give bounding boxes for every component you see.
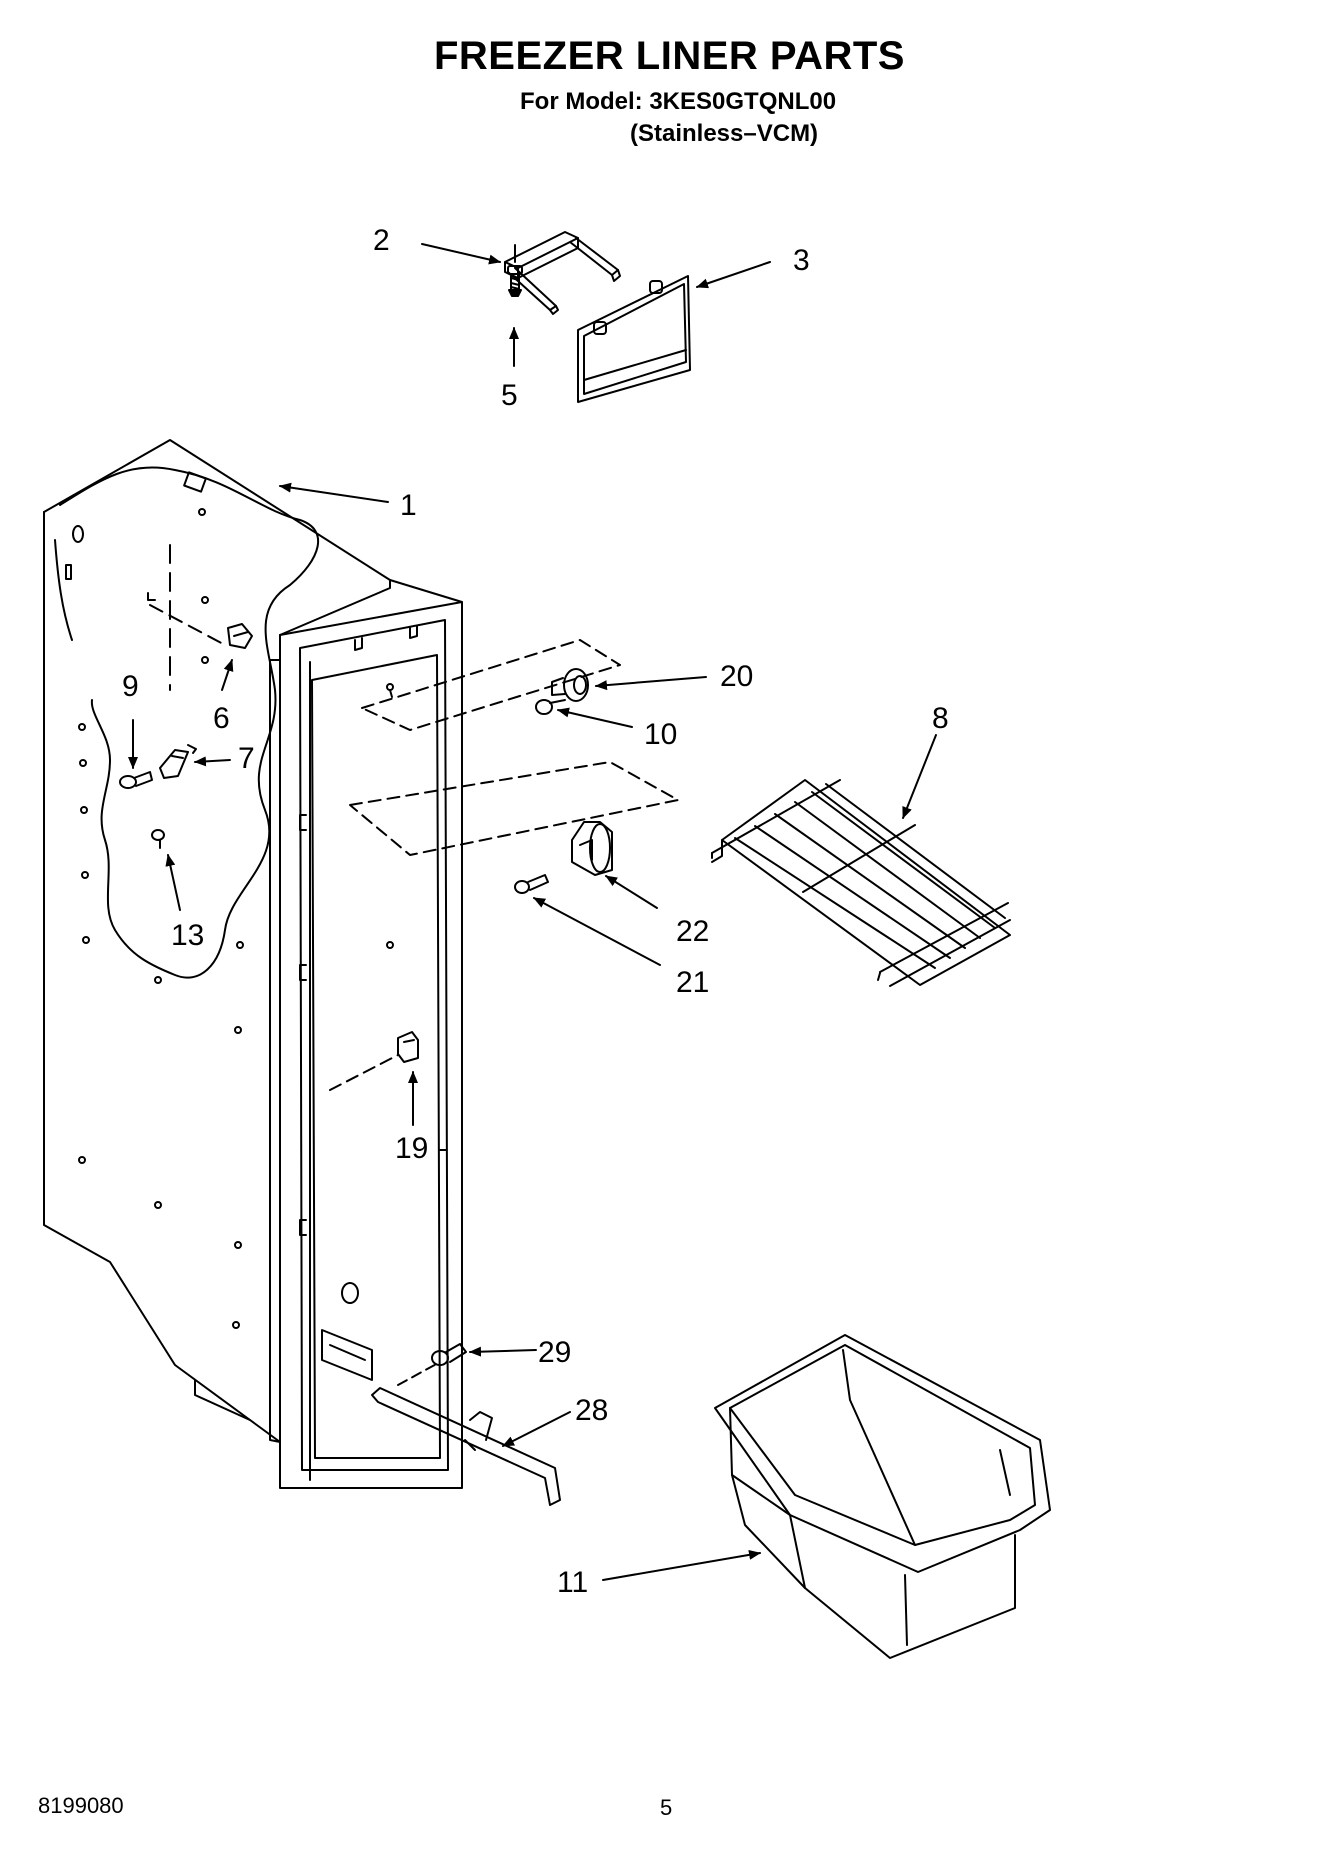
part-11-bin: [714, 1334, 1051, 1659]
callout-2: 2: [373, 224, 390, 257]
callout-22: 22: [676, 915, 709, 948]
callout-11: 11: [557, 1566, 588, 1599]
page-number: 5: [660, 1795, 673, 1820]
callout-leaders: [128, 243, 937, 1581]
part-28-rail: [371, 1387, 561, 1506]
part-20-bushing: [551, 668, 589, 702]
callout-6: 6: [213, 702, 230, 735]
part-29-screw: [397, 1343, 467, 1386]
part-3-cover-panel: [577, 275, 691, 403]
variant-line: (Stainless–VCM): [630, 120, 819, 147]
callout-29: 29: [538, 1336, 571, 1369]
callout-7: 7: [238, 742, 255, 775]
part-21-screw: [514, 874, 549, 894]
part-13-screw: [151, 829, 165, 849]
callout-3: 3: [793, 244, 810, 277]
shelf-support-planes: [349, 639, 679, 856]
callout-20: 20: [720, 660, 753, 693]
part-1-freezer-liner: [43, 439, 463, 1489]
page-title: FREEZER LINER PARTS: [433, 34, 905, 78]
callout-19: 19: [395, 1132, 428, 1165]
part-19-clip: [329, 1031, 419, 1091]
part-22-shelf-bracket: [571, 821, 613, 876]
callout-1: 1: [400, 489, 417, 522]
part-10-screw: [535, 699, 566, 715]
part-5-screw: [507, 265, 523, 297]
model-line: For Model: 3KES0GTQNL00: [520, 88, 837, 115]
callout-21: 21: [676, 966, 709, 999]
part-8-wire-shelf: [711, 779, 1011, 987]
part-7-bracket: [159, 744, 197, 779]
callout-labels: 2 3 5 1 6 9 7 13 20 10 8 22 21 19 29 28 …: [122, 224, 949, 1599]
callout-10: 10: [644, 718, 677, 751]
part-6-clip: [227, 623, 253, 649]
callout-8: 8: [932, 702, 949, 735]
part-9-screw: [119, 771, 153, 789]
document-number: 8199080: [38, 1793, 124, 1818]
callout-13: 13: [171, 919, 204, 952]
callout-28: 28: [575, 1394, 608, 1427]
callout-5: 5: [501, 379, 518, 412]
callout-9: 9: [122, 670, 139, 703]
